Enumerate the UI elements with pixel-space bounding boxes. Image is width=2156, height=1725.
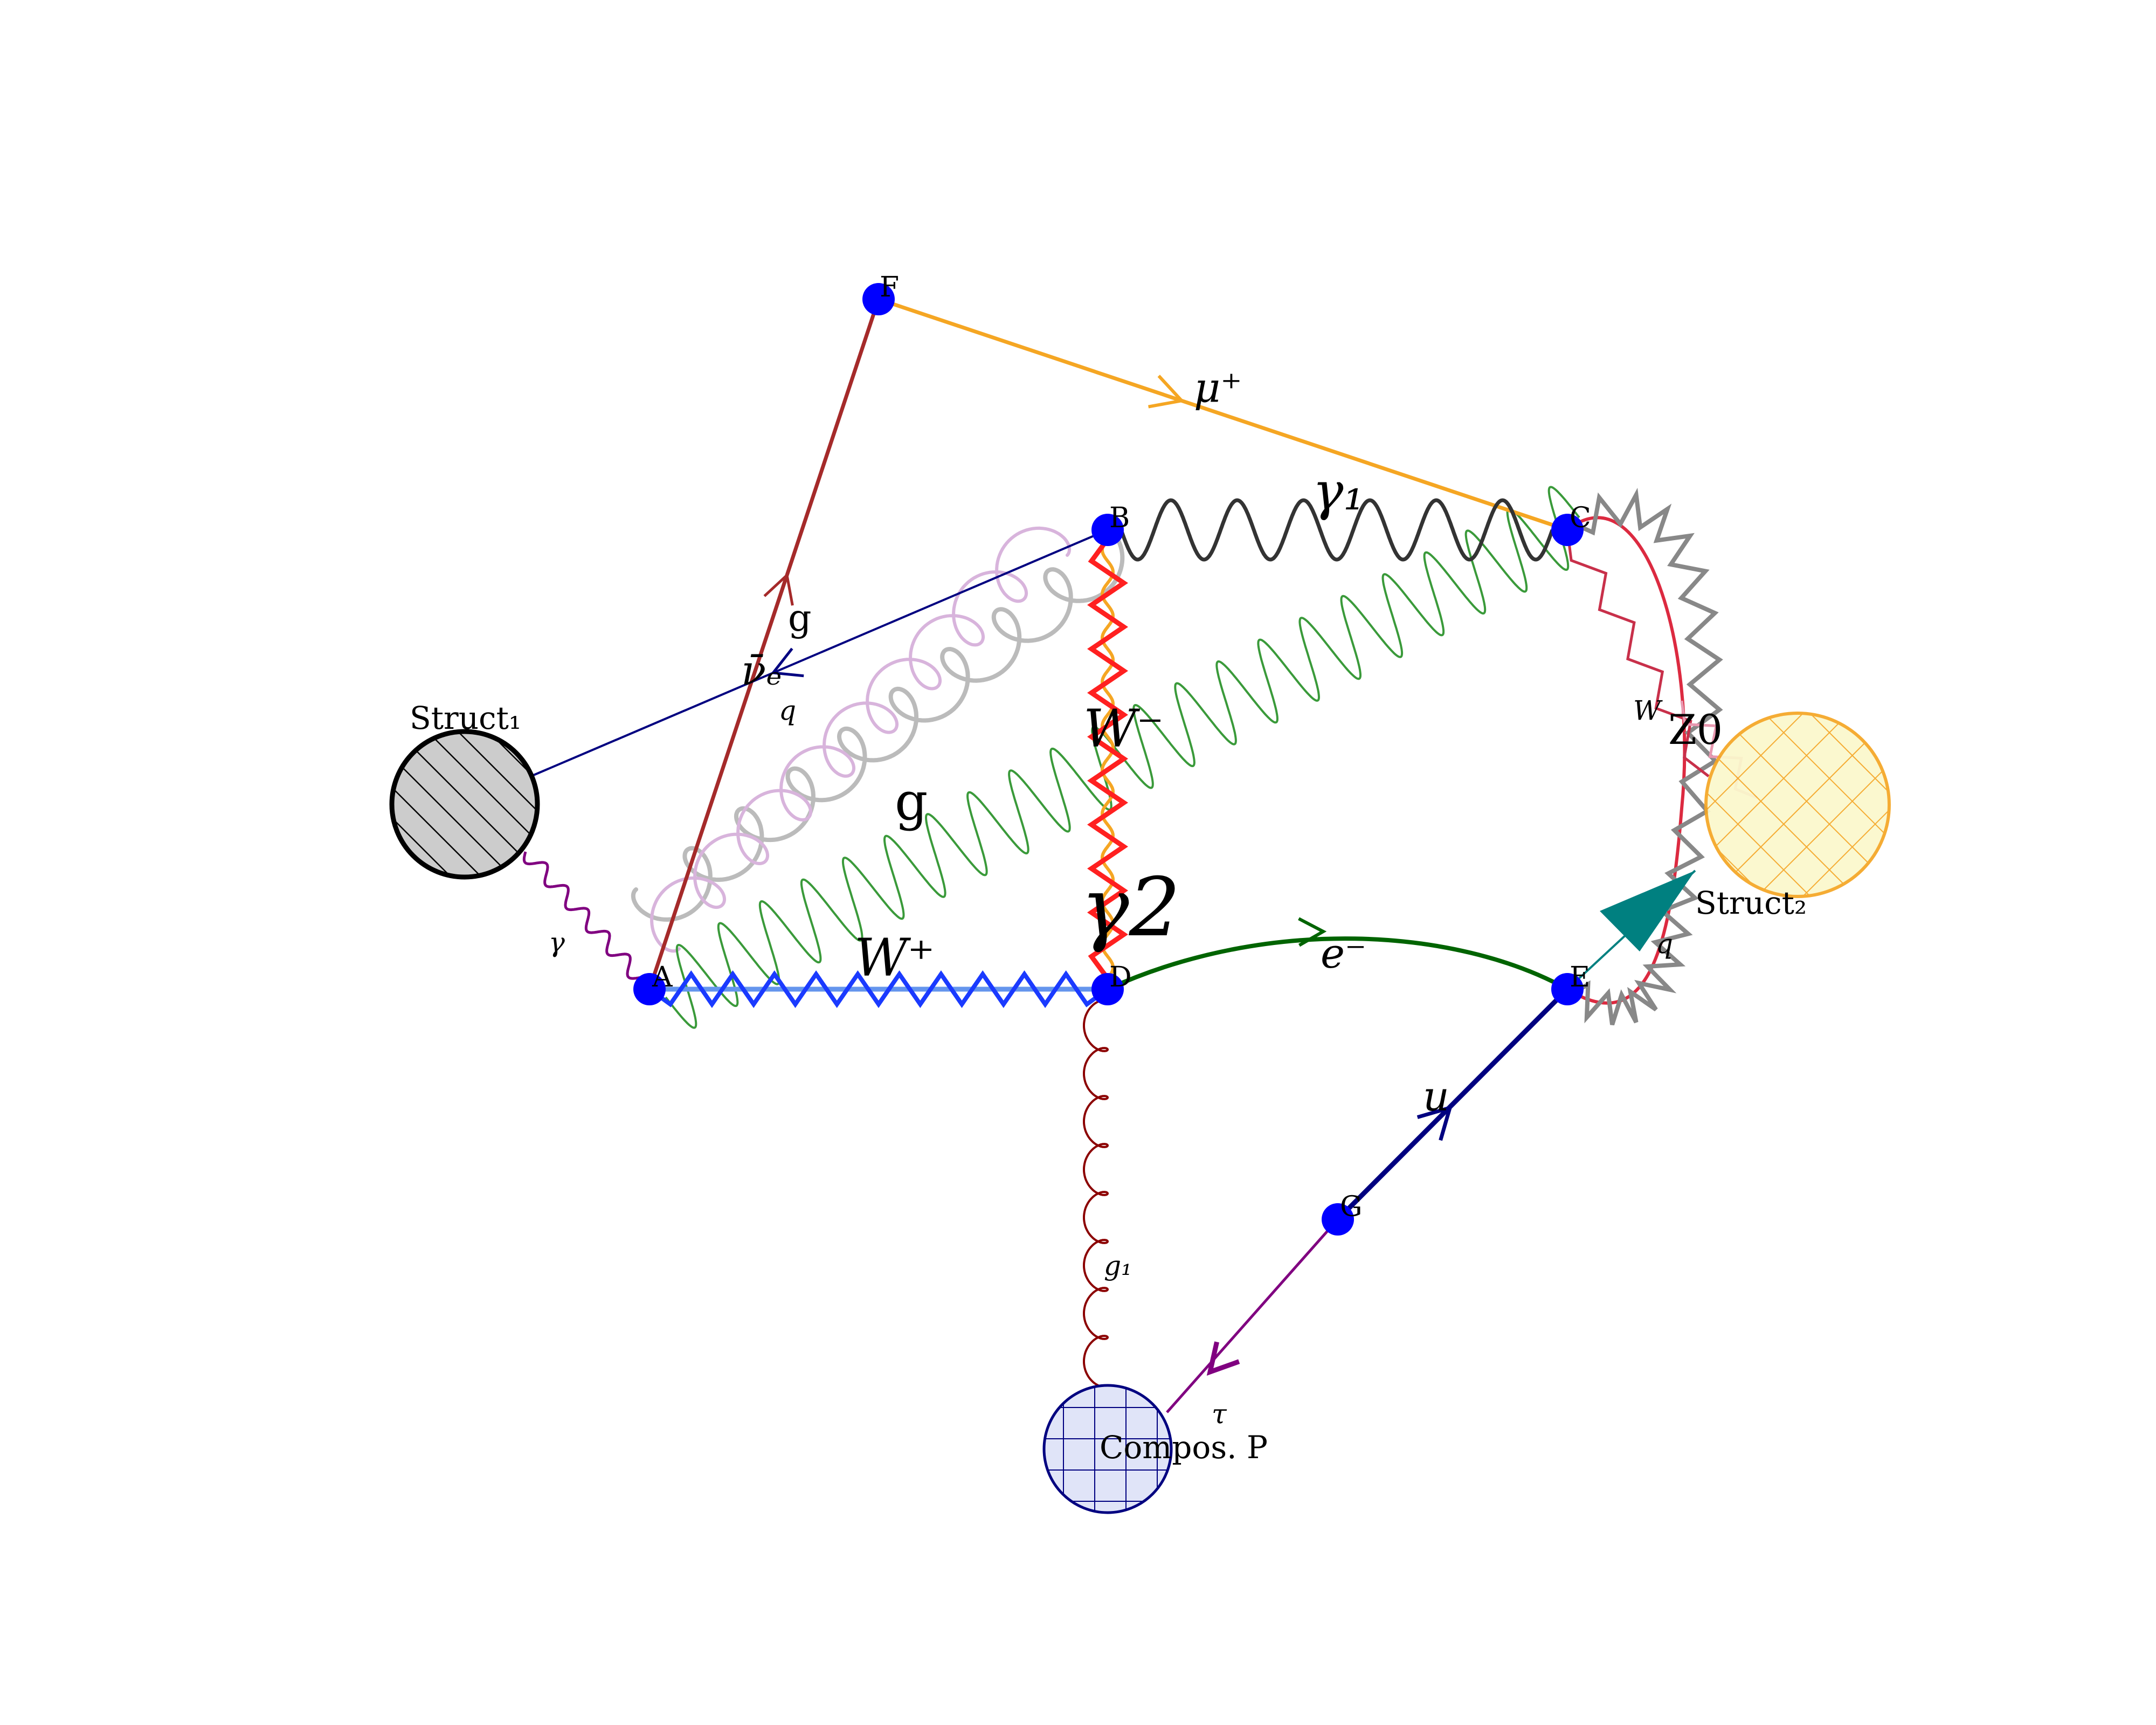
label-g-grey: g	[788, 597, 812, 640]
label-e-minus: e⁻	[1321, 929, 1366, 977]
label-nubar-e: ν̄ₑ	[741, 646, 782, 694]
vertex-label-a: A	[652, 961, 673, 993]
photon-gamma-line	[522, 851, 653, 990]
arrow-nubar	[770, 647, 804, 678]
compos-label: Compos. P	[1100, 1429, 1268, 1466]
fermion-e-minus-line	[1107, 936, 1568, 991]
struct1-blob	[389, 729, 540, 880]
gluon-purple-line	[650, 526, 1072, 953]
fermion-u-line	[1336, 987, 1570, 1222]
label-gamma1: γ₁	[1312, 461, 1364, 522]
vertex-a	[633, 973, 666, 1005]
vertex-e	[1551, 973, 1584, 1005]
vertex-d	[1091, 973, 1124, 1005]
struct1-label: Struct₁	[410, 700, 521, 736]
arrow-brown	[763, 572, 794, 606]
vertex-label-g: G	[1340, 1191, 1363, 1223]
vertex-f	[862, 283, 895, 315]
vertex-label-c: C	[1570, 502, 1591, 534]
fermion-brown-line	[647, 298, 881, 990]
label-u: u	[1423, 1072, 1449, 1120]
vertex-b	[1091, 514, 1124, 546]
label-g-green: g	[895, 771, 928, 832]
gluon-g1-line	[1082, 999, 1109, 1388]
vertex-label-d: D	[1109, 961, 1132, 993]
label-mu-plus: μ⁺	[1194, 363, 1242, 411]
gluon-grey-line	[631, 527, 1125, 922]
arrow-u	[1416, 1105, 1453, 1141]
arrow-e-minus	[1298, 917, 1327, 947]
fermion-nubar-line	[530, 529, 1108, 777]
label-q-teal: q	[1656, 928, 1673, 960]
arrow-q-teal	[1600, 871, 1695, 951]
label-tau: τ	[1212, 1398, 1227, 1430]
photon-gamma1-line	[1119, 498, 1554, 562]
fermion-tau-line	[1166, 1218, 1339, 1413]
label-w-plus: W⁺	[854, 928, 935, 988]
label-q-purple: q	[779, 695, 796, 726]
boson-w-small-line	[1566, 529, 1710, 777]
arrow-mu-plus	[1148, 375, 1185, 409]
label-w-minus: W⁻	[1083, 699, 1164, 759]
vertex-c	[1551, 514, 1584, 546]
label-gamma2: γ2	[1081, 861, 1180, 955]
vertex-g	[1322, 1203, 1354, 1236]
vertex-label-b: B	[1109, 502, 1130, 534]
boson-w-minus-line	[1087, 537, 1129, 980]
struct2-blob	[1704, 712, 1891, 898]
label-z0: Z0	[1668, 706, 1723, 754]
fermion-mu-plus-line	[877, 297, 1568, 532]
vertices	[633, 283, 1584, 1236]
compos-blob	[1042, 1384, 1173, 1514]
label-gamma: γ	[549, 927, 565, 958]
vertex-label-e: E	[1570, 961, 1590, 993]
propagator-lines	[522, 297, 1758, 1413]
boson-w-plus-line	[648, 970, 1109, 1009]
label-g1: g₁	[1104, 1250, 1132, 1281]
arrow-tau	[1206, 1341, 1240, 1376]
label-w-small: W	[1633, 695, 1663, 726]
vertex-label-f: F	[880, 271, 899, 303]
struct2-label: Struct₂	[1695, 885, 1807, 921]
